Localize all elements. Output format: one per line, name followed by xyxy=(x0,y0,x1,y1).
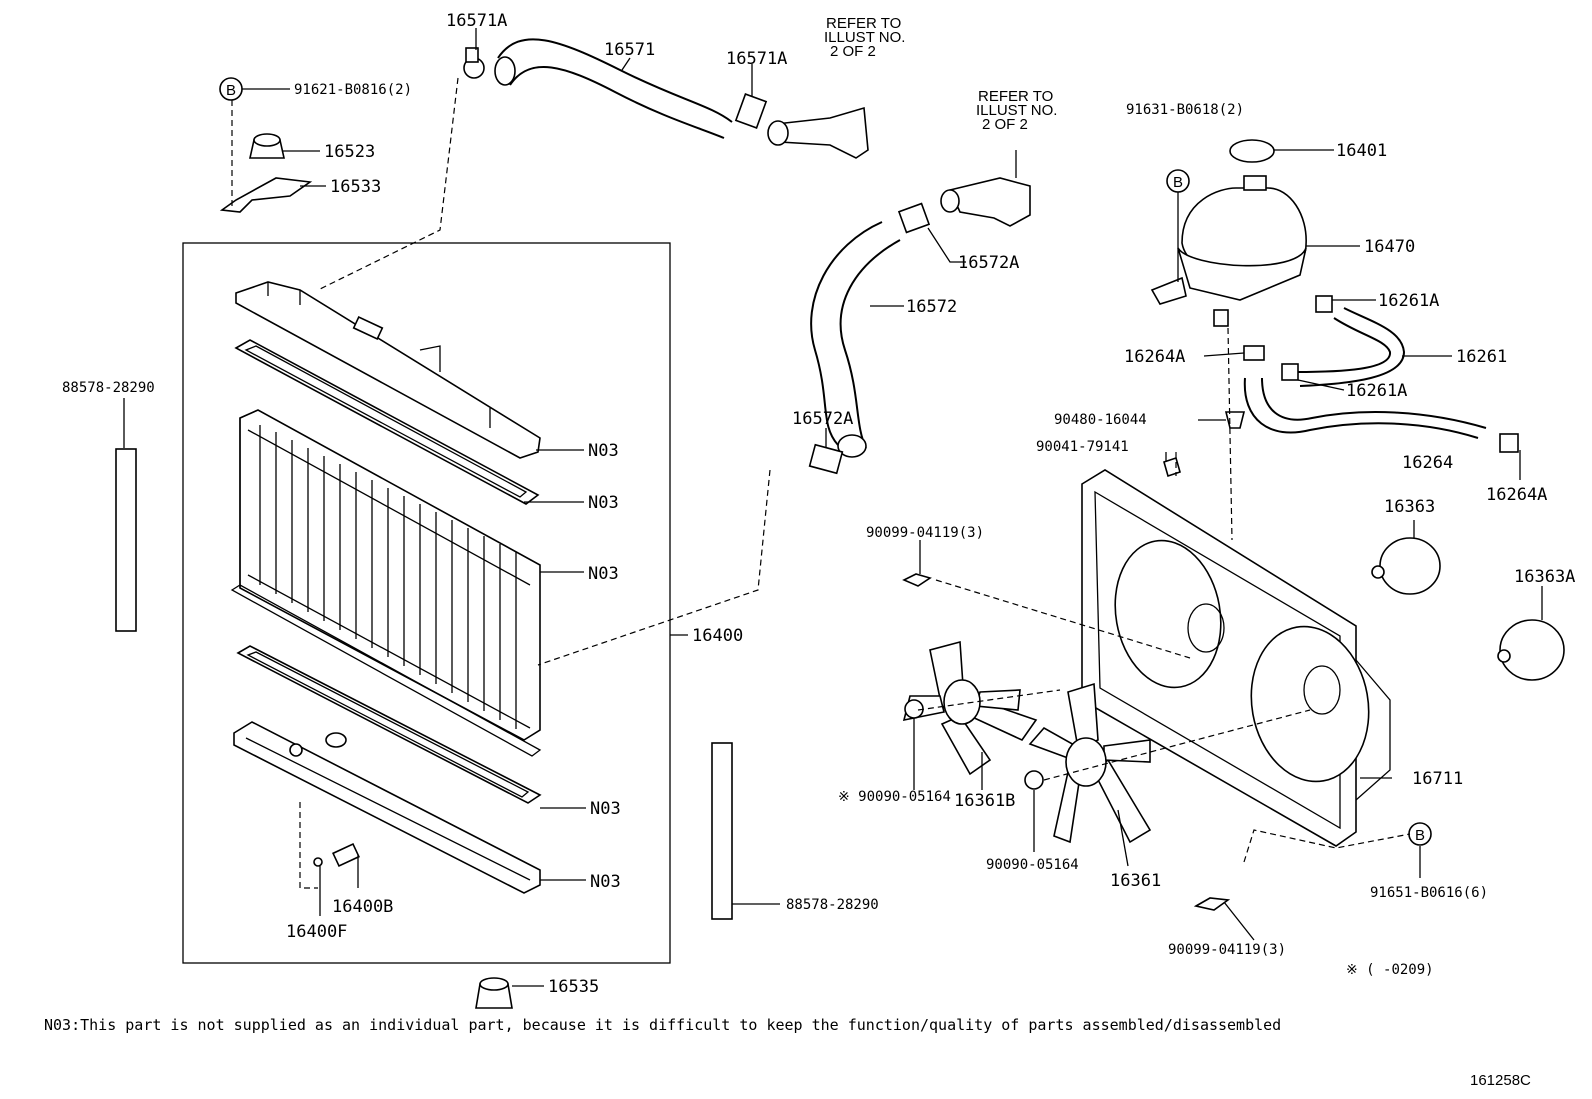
label-16400F: 16400F xyxy=(286,922,347,942)
fan-16361B xyxy=(902,640,1038,776)
label-16363A: 16363A xyxy=(1514,567,1575,587)
refer-note-2-line-3: 2 OF 2 xyxy=(982,116,1028,133)
svg-text:B: B xyxy=(226,82,236,99)
label-16572: 16572 xyxy=(906,297,957,317)
label-16361B: 16361B xyxy=(954,791,1015,811)
refer-note-1-line-3: 2 OF 2 xyxy=(830,43,876,60)
clamp-16261A-mid xyxy=(1281,363,1299,381)
label-16711: 16711 xyxy=(1412,769,1463,789)
label-16571A-top: 16571A xyxy=(446,11,507,31)
label-16400: 16400 xyxy=(692,626,743,646)
label-16572A-mid: 16572A xyxy=(792,409,853,429)
refer-note-2-line-2: ILLUST NO. xyxy=(976,102,1057,119)
label-16261A-top: 16261A xyxy=(1378,291,1439,311)
bolt-90099-top xyxy=(902,573,932,587)
label-16264: 16264 xyxy=(1402,453,1453,473)
radiator-lower-tank xyxy=(233,721,541,894)
label-16535: 16535 xyxy=(548,977,599,997)
label-90041: 90041-79141 xyxy=(1036,439,1129,455)
label-16571: 16571 xyxy=(604,40,655,60)
label-90480: 90480-16044 xyxy=(1054,412,1147,428)
circle-b-marker-1: B xyxy=(219,77,243,101)
clamp-16261A-top xyxy=(1315,295,1333,313)
water-outlet-upper xyxy=(767,106,869,159)
label-16470: 16470 xyxy=(1364,237,1415,257)
bolt-90099-bottom xyxy=(1193,897,1231,911)
refer-note-2-line-1: REFER TO xyxy=(978,88,1053,105)
label-16363: 16363 xyxy=(1384,497,1435,517)
label-n03-4: N03 xyxy=(590,799,621,819)
clamp-16571A-mid xyxy=(734,93,768,129)
upper-gasket xyxy=(234,339,540,505)
label-16533: 16533 xyxy=(330,177,381,197)
label-16361: 16361 xyxy=(1110,871,1161,891)
hose-16261 xyxy=(1295,317,1392,373)
n03-footnote: N03:This part is not supplied as an indi… xyxy=(44,1016,1282,1034)
illustration-code: 161258C xyxy=(1470,1072,1531,1089)
svg-text:B: B xyxy=(1173,174,1183,191)
label-bolt-91651: 91651-B0616(6) xyxy=(1370,885,1488,901)
svg-text:B: B xyxy=(1415,827,1425,844)
label-16261A-mid: 16261A xyxy=(1346,381,1407,401)
radiator-upper-tank xyxy=(235,281,541,459)
label-n03-1: N03 xyxy=(588,441,619,461)
refer-note-1-line-2: ILLUST NO. xyxy=(824,29,905,46)
refer-note-1-line-1: REFER TO xyxy=(826,15,901,32)
label-16261: 16261 xyxy=(1456,347,1507,367)
leader-lines xyxy=(123,28,1543,987)
footnote-mark: ※ ( -0209) xyxy=(1346,962,1434,978)
label-16400B: 16400B xyxy=(332,897,393,917)
label-90090-left: ※ 90090-05164 xyxy=(838,789,951,805)
label-16572A-top: 16572A xyxy=(958,253,1019,273)
drain-cock xyxy=(313,842,360,868)
radiator-core xyxy=(230,409,542,757)
fan-16361 xyxy=(1028,682,1152,844)
lower-hose xyxy=(810,221,883,446)
radiator-assembly-frame xyxy=(182,242,671,964)
lower-gasket xyxy=(236,645,542,804)
clamp-16572A-mid xyxy=(808,443,844,475)
label-bolt-91621: 91621-B0816(2) xyxy=(294,82,412,98)
clamp-16264A-left xyxy=(1243,345,1265,361)
nut-mid xyxy=(1024,770,1044,790)
label-n03-2: N03 xyxy=(588,493,619,513)
hose-16264 xyxy=(1243,377,1479,439)
clamp-16572A-top xyxy=(897,202,931,234)
label-88578-right: 88578-28290 xyxy=(786,897,879,913)
label-16264A-left: 16264A xyxy=(1124,347,1185,367)
water-inlet xyxy=(940,177,1031,227)
side-seal-right xyxy=(711,742,733,920)
fan-motor-16363A xyxy=(1497,619,1565,681)
label-n03-5: N03 xyxy=(590,872,621,892)
label-bolt-91631: 91631-B0618(2) xyxy=(1126,102,1244,118)
fan-motor-16363 xyxy=(1371,537,1441,595)
fan-shroud xyxy=(1081,469,1391,847)
label-n03-3: N03 xyxy=(588,564,619,584)
nut-left xyxy=(904,699,924,719)
mount-cushion xyxy=(249,133,285,159)
dashed-guides xyxy=(231,77,1411,889)
circle-b-marker-2: B xyxy=(1166,169,1190,193)
label-16401: 16401 xyxy=(1336,141,1387,161)
reserve-tank xyxy=(1150,139,1307,327)
upper-hose xyxy=(497,38,733,123)
label-90099-bottom: 90099-04119(3) xyxy=(1168,942,1286,958)
label-16571A-mid: 16571A xyxy=(726,49,787,69)
clamp-16264A-right xyxy=(1499,433,1519,453)
side-seal-left xyxy=(115,448,137,632)
label-16264A-right: 16264A xyxy=(1486,485,1547,505)
plug-90480 xyxy=(1224,411,1246,429)
label-90099-top: 90099-04119(3) xyxy=(866,525,984,541)
bracket xyxy=(219,177,313,213)
label-16523: 16523 xyxy=(324,142,375,162)
cushion-16535 xyxy=(475,977,513,1009)
circle-b-marker-3: B xyxy=(1408,822,1432,846)
label-90090-mid: 90090-05164 xyxy=(986,857,1079,873)
label-88578-left: 88578-28290 xyxy=(62,380,155,396)
